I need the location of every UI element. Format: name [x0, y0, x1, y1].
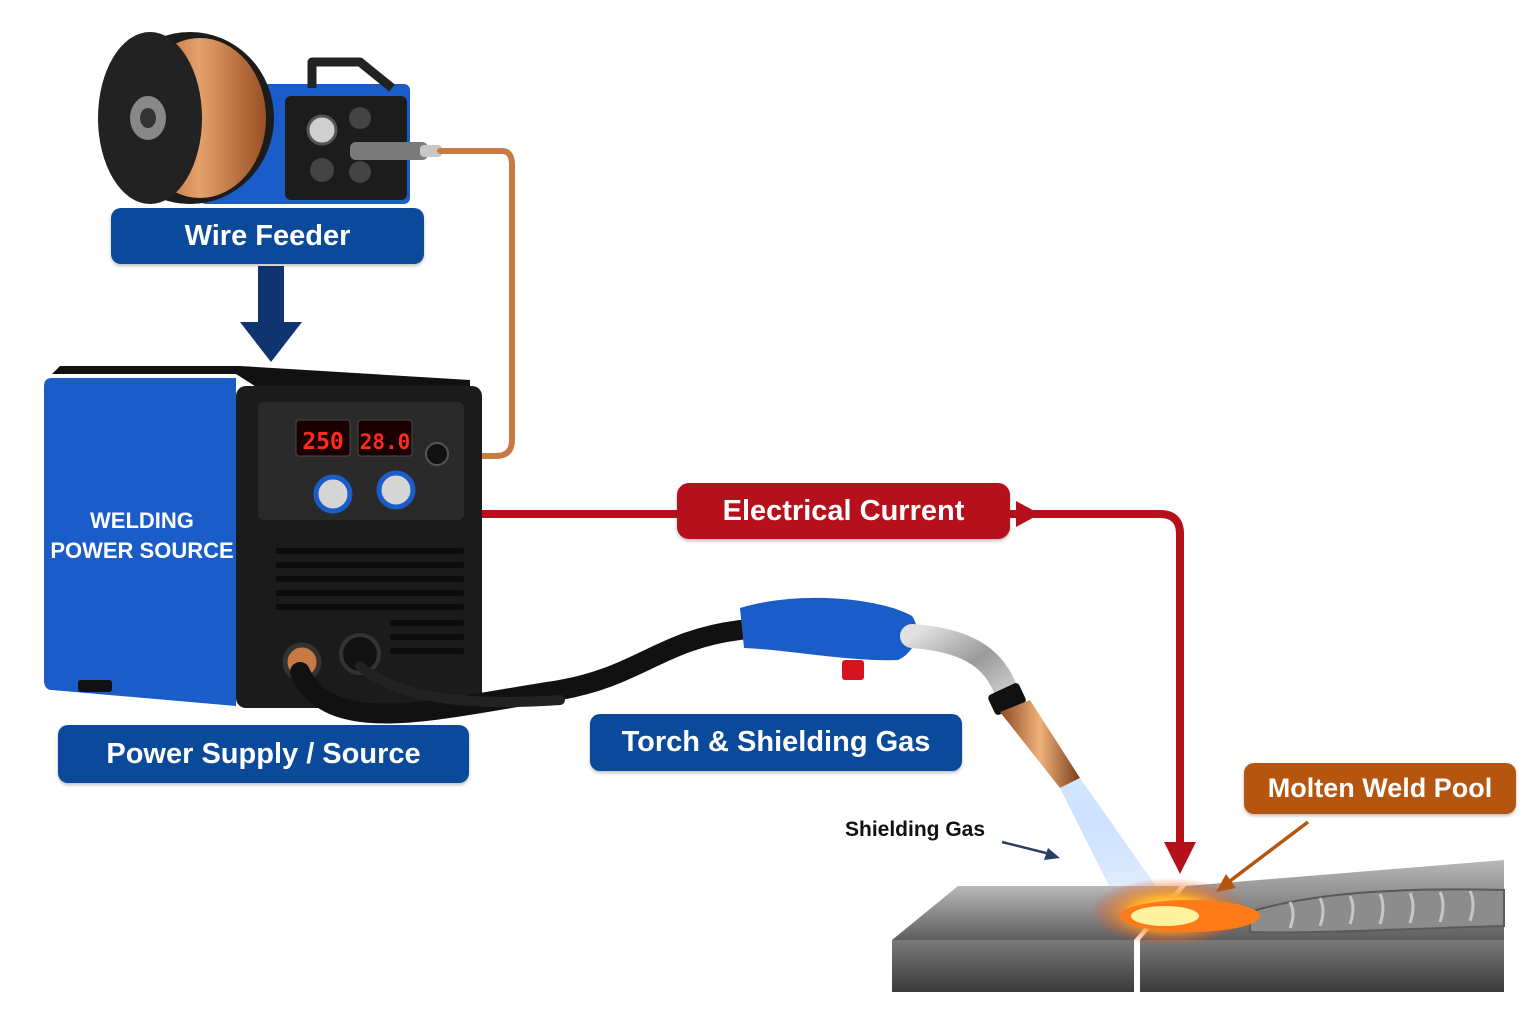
drive-roller-icon [349, 107, 371, 129]
volts-display [357, 419, 413, 457]
machine-side-panel [44, 378, 236, 706]
current-direction-arrow [1016, 501, 1040, 527]
torch-handle [740, 597, 917, 661]
weld-bead-ripples [1288, 890, 1475, 929]
negative-socket-icon [339, 633, 381, 675]
wire-outlet-socket-icon [425, 442, 449, 466]
drive-roller-icon [306, 114, 338, 146]
electrical-current-label: Electrical Current [677, 483, 1010, 539]
feeder-handle [307, 57, 395, 92]
molten-pool-pointer-arrow [1216, 820, 1310, 892]
drive-roller-icon [349, 161, 371, 183]
torch-shielding-gas-label: Torch & Shielding Gas [590, 714, 962, 771]
drive-roller-icon [310, 158, 334, 182]
shielding-gas-text: Shielding Gas [845, 818, 986, 841]
machine-brand-line1: WELDING [90, 508, 194, 533]
feeder-outlet [350, 142, 428, 160]
welding-torch [290, 597, 1160, 904]
volts-knob-icon [376, 470, 416, 510]
torch-cable [290, 620, 750, 724]
plate-left-side [892, 940, 1134, 992]
machine-top [52, 366, 470, 388]
wire-feeder-label: Wire Feeder [111, 208, 424, 264]
machine-brand-line2: POWER SOURCE [50, 538, 233, 563]
workpiece [892, 860, 1505, 992]
amps-knob-icon [313, 474, 353, 514]
ground-cable [355, 661, 565, 708]
torch-trigger [842, 660, 864, 680]
welding-power-source: WELDING POWER SOURCE 250 28.0 [44, 366, 482, 708]
spool-center [140, 108, 156, 128]
molten-weld-pool-label: Molten Weld Pool [1244, 763, 1516, 814]
plate-right-side [1140, 940, 1504, 992]
power-supply-label: Power Supply / Source [58, 725, 469, 783]
amps-display [295, 419, 351, 457]
feeder-to-source-arrow [240, 266, 302, 362]
volts-readout: 28.0 [360, 430, 411, 454]
machine-vents [276, 548, 464, 654]
electrical-current-line [482, 510, 1196, 874]
machine-foot [78, 680, 112, 692]
copper-wire-cable [437, 148, 515, 459]
feeder-outlet-tip [420, 145, 442, 157]
shielding-gas-cone [1060, 778, 1160, 904]
shielding-gas-pointer-arrow [1001, 840, 1060, 860]
molten-pool-core [1131, 906, 1199, 926]
wire-feeder-unit [98, 32, 442, 204]
torch-collar [988, 683, 1026, 715]
amps-readout: 250 [302, 429, 344, 455]
torch-nozzle [1000, 700, 1080, 788]
